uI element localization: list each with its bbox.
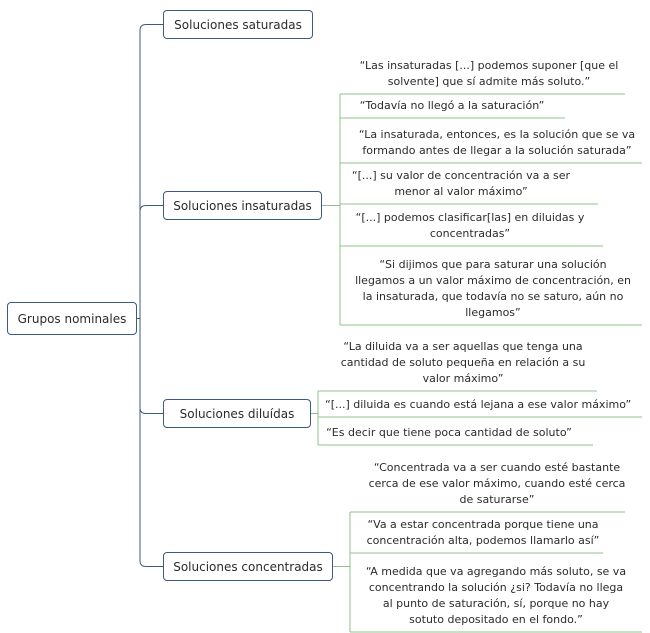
quote-line: llegamos” <box>465 306 521 319</box>
quote-text: “Es decir que tiene poca cantidad de sol… <box>299 425 599 441</box>
quote-line: “Concentrada va a ser cuando esté bastan… <box>373 461 621 474</box>
quote-line: la insaturada, que todavía no se saturo,… <box>362 290 624 303</box>
quote-line: concentradas” <box>429 227 511 240</box>
quote-line: al punto de saturación, sí, porque no ha… <box>382 597 610 610</box>
quote-line: “Si dijimos que para saturar una solució… <box>379 258 607 271</box>
quote-line: “A medida que va agregando más soluto, s… <box>365 565 627 578</box>
quote-line: cantidad de soluto pequeña en relación a… <box>340 356 586 369</box>
quote-line: concentrando la solución ¿si? Todavía no… <box>368 581 624 594</box>
quote-text: “Concentrada va a ser cuando esté bastan… <box>347 460 647 508</box>
branch-node[interactable]: Soluciones diluídas <box>163 399 311 428</box>
quote-line: menor al valor máximo” <box>394 185 528 198</box>
root-node[interactable]: Grupos nominales <box>7 302 137 335</box>
branch-connector <box>139 407 163 414</box>
branch-connector <box>139 205 163 212</box>
branch-connector <box>139 24 163 31</box>
quote-text: “[...] podemos clasificar[las] en diluid… <box>320 210 620 242</box>
branch-node[interactable]: Soluciones insaturadas <box>163 191 322 220</box>
quote-text: “Las insaturadas [...] podemos suponer [… <box>339 58 639 90</box>
quote-line: “[...] su valor de concentración va a se… <box>351 169 571 182</box>
quote-text: “La insaturada, entonces, es la solución… <box>347 127 647 159</box>
quote-line: “La insaturada, entonces, es la solución… <box>358 128 636 141</box>
quote-line: llegamos a un valor máximo de concentrac… <box>355 274 631 287</box>
quote-text: “Si dijimos que para saturar una solució… <box>343 257 643 321</box>
quote-line: cerca de ese valor máximo, cuando esté c… <box>368 477 626 490</box>
quote-text: “La diluida va a ser aquellas que tenga … <box>313 339 613 387</box>
quote-line: “Es decir que tiene poca cantidad de sol… <box>326 426 572 439</box>
quote-line: solvente] que sí admite más soluto.” <box>387 75 591 88</box>
quote-line: valor máximo” <box>422 372 504 385</box>
quote-line: “Todavía no llegó a la saturación” <box>359 99 545 112</box>
quote-line: “La diluida va a ser aquellas que tenga … <box>343 340 583 353</box>
quote-text: “Va a estar concentrada porque tiene una… <box>333 517 633 549</box>
quote-line: formando antes de llegar a la solución s… <box>362 144 632 157</box>
branch-connector <box>139 560 163 567</box>
quote-line: “Va a estar concentrada porque tiene una <box>367 518 599 531</box>
quote-line: “[...] podemos clasificar[las] en diluid… <box>355 211 585 224</box>
quote-text: “[...] diluida es cuando está lejana a e… <box>325 397 632 413</box>
quote-text: “[...] su valor de concentración va a se… <box>311 168 611 200</box>
branch-node[interactable]: Soluciones concentradas <box>163 552 333 581</box>
quote-line: “[...] diluida es cuando está lejana a e… <box>325 398 632 411</box>
quote-line: sotuto depositado en el fondo.” <box>409 613 583 626</box>
branch-node[interactable]: Soluciones saturadas <box>163 10 313 39</box>
quote-text: “A medida que va agregando más soluto, s… <box>346 564 646 628</box>
quote-line: concentración alta, podemos llamarlo así… <box>366 534 600 547</box>
quote-line: “Las insaturadas [...] podemos suponer [… <box>359 59 619 72</box>
quote-line: de saturarse” <box>459 493 535 506</box>
quote-text: “Todavía no llegó a la saturación” <box>302 98 602 114</box>
